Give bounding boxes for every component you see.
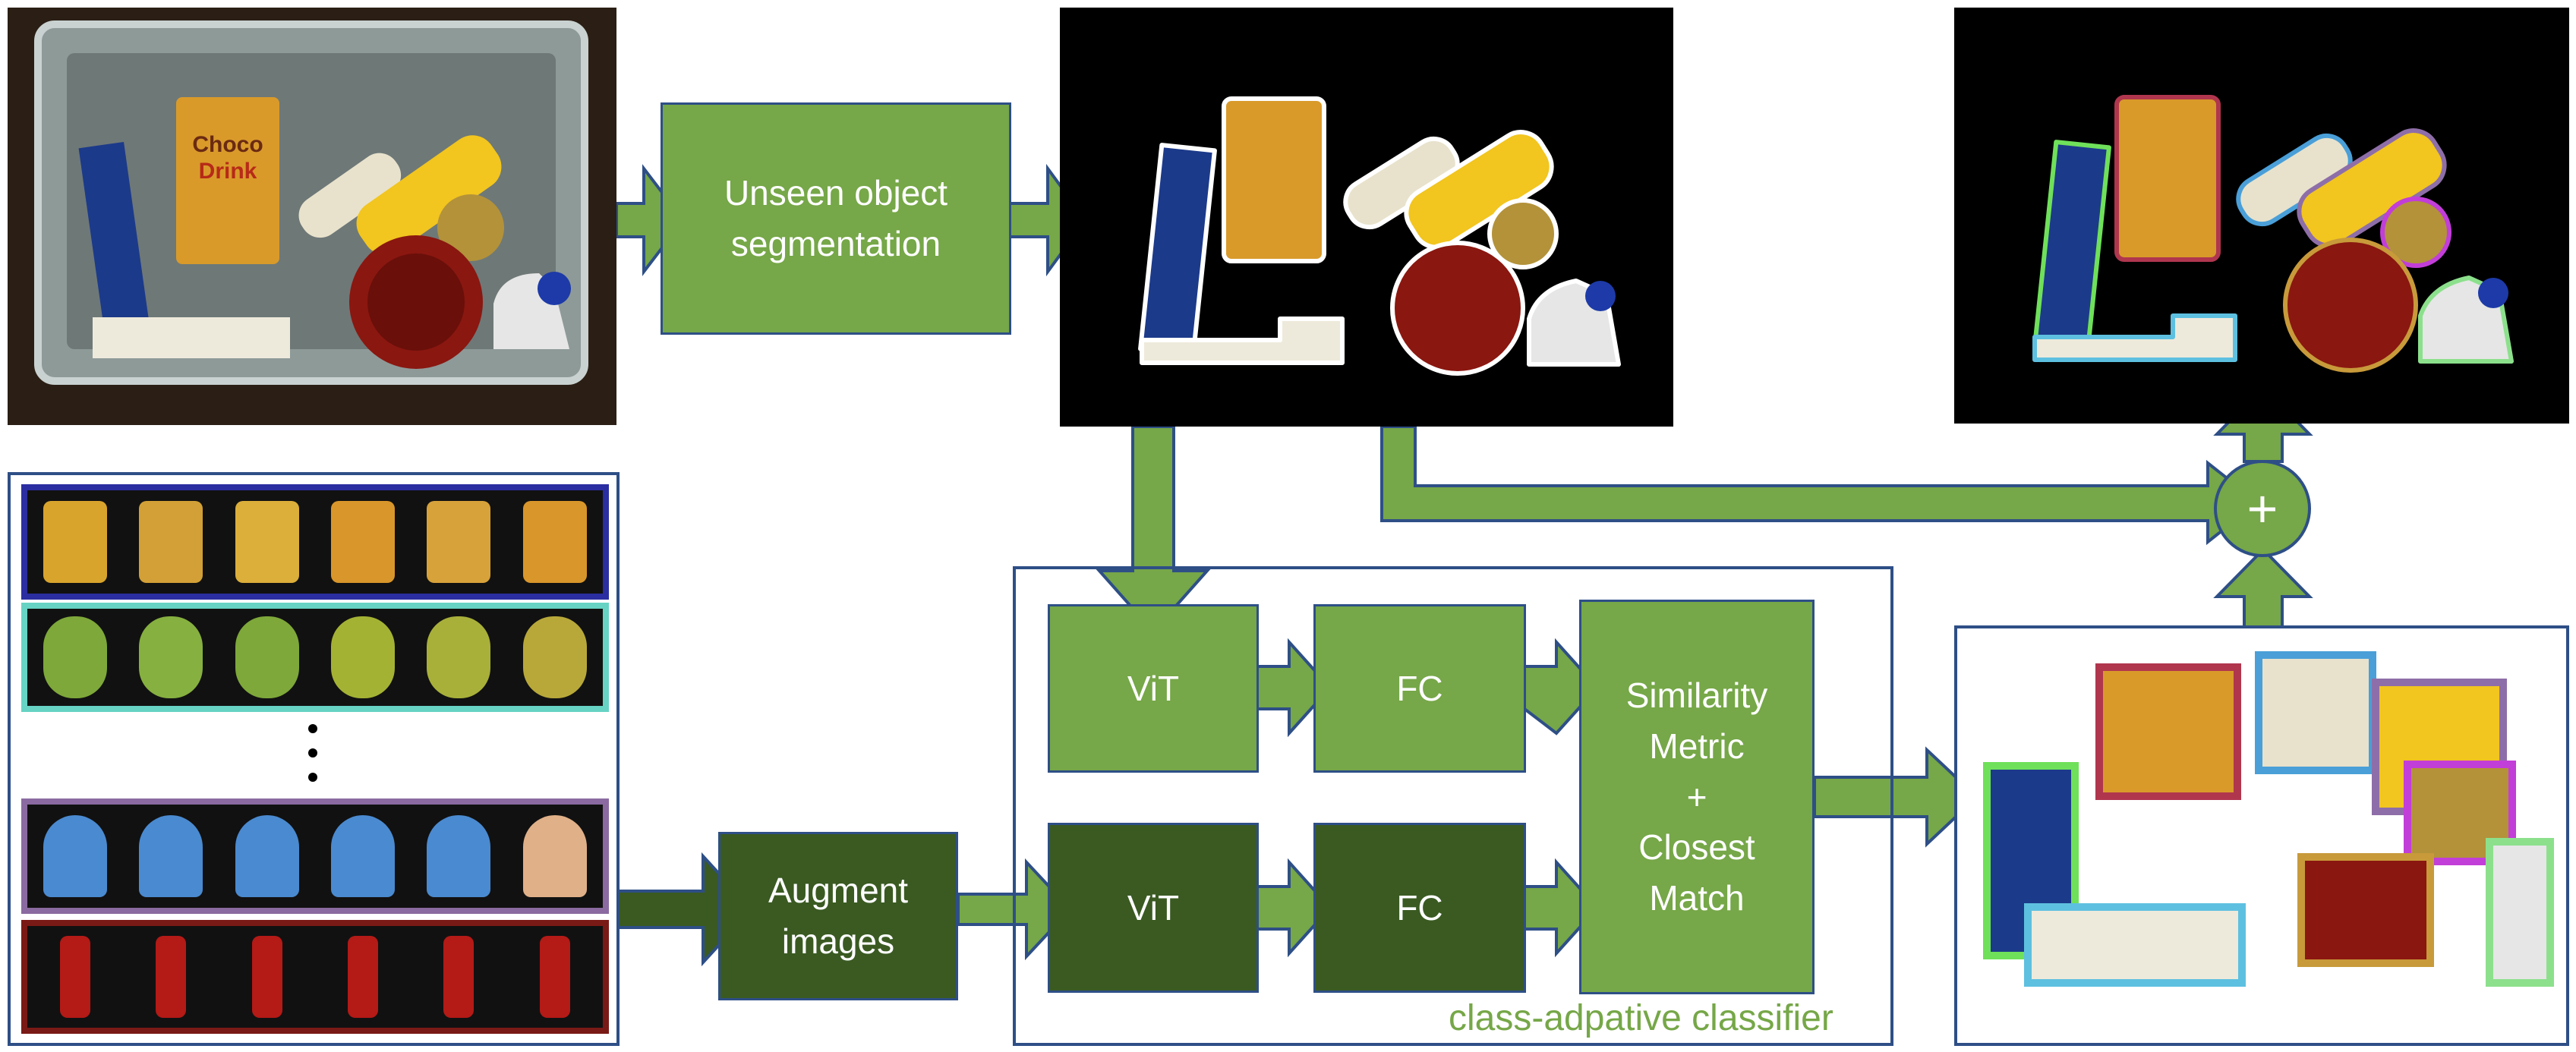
ref-item (539, 936, 570, 1018)
reference-row-can (21, 603, 609, 712)
arrow-vit-to-fc-top (1256, 638, 1332, 738)
ref-item (43, 501, 108, 583)
ref-item (139, 815, 203, 897)
arrow-instances-to-combine (2213, 547, 2313, 628)
vit-top-block: ViT (1048, 604, 1259, 773)
ref-item (427, 501, 491, 583)
segmentation-block: Unseen object segmentation (661, 102, 1011, 335)
ref-item (139, 616, 203, 698)
ref-item (331, 815, 396, 897)
ref-item (522, 815, 587, 897)
input-bin-photo: Choco Drink (8, 8, 616, 425)
ref-item (427, 616, 491, 698)
instance-bowl (2297, 853, 2434, 967)
classified-instances-panel (1954, 625, 2569, 1046)
classifier-panel (1013, 566, 1893, 1046)
ref-item (522, 616, 587, 698)
ref-item (139, 501, 203, 583)
fc-bottom-block: FC (1313, 823, 1526, 993)
bin-scene: Choco Drink (34, 20, 588, 385)
similarity-block: Similarity Metric + Closest Match (1579, 600, 1815, 994)
ref-item (235, 501, 299, 583)
ref-item (522, 501, 587, 583)
ref-item (331, 501, 396, 583)
arrow-masks-to-combine (1380, 425, 2261, 546)
instance-can (2404, 761, 2516, 865)
vit-bottom-block: ViT (1048, 823, 1259, 993)
reference-row-choco (21, 484, 609, 600)
ref-item (331, 616, 396, 698)
reference-row-toy (21, 798, 609, 914)
ref-item (251, 936, 282, 1018)
mask-scene (1138, 96, 1621, 376)
ref-item (43, 815, 108, 897)
reference-images-panel (8, 472, 620, 1046)
ref-item (235, 815, 299, 897)
choco-text-1: Choco (192, 132, 263, 157)
instance-choco (2095, 663, 2241, 800)
result-scene (2032, 95, 2514, 373)
choco-text-2: Drink (199, 159, 257, 184)
ref-item (60, 936, 91, 1018)
ref-item (235, 616, 299, 698)
combine-symbol: + (2247, 479, 2278, 538)
ref-item (43, 616, 108, 698)
combine-node: + (2214, 460, 2311, 557)
classifier-label: class-adpative classifier (1449, 998, 1833, 1038)
segmentation-mask-image (1060, 8, 1673, 427)
arrow-sim-to-instances (1813, 746, 1979, 848)
final-result-image (1954, 8, 2569, 424)
instance-bottle (2486, 838, 2554, 987)
ref-item (443, 936, 475, 1018)
arrow-vit-to-fc-bottom (1256, 858, 1332, 958)
ref-item (156, 936, 187, 1018)
augment-block: Augment images (718, 832, 958, 1000)
ref-item (348, 936, 379, 1018)
fc-top-block: FC (1313, 604, 1526, 773)
ref-item (427, 815, 491, 897)
arrow-fc-to-sim-bottom (1523, 858, 1600, 958)
arrow-masks-to-vit (1096, 425, 1211, 635)
instance-cream (2255, 651, 2376, 774)
more-rows-ellipsis (305, 718, 320, 794)
instance-tray (2024, 903, 2246, 987)
reference-row-cola (21, 920, 609, 1034)
